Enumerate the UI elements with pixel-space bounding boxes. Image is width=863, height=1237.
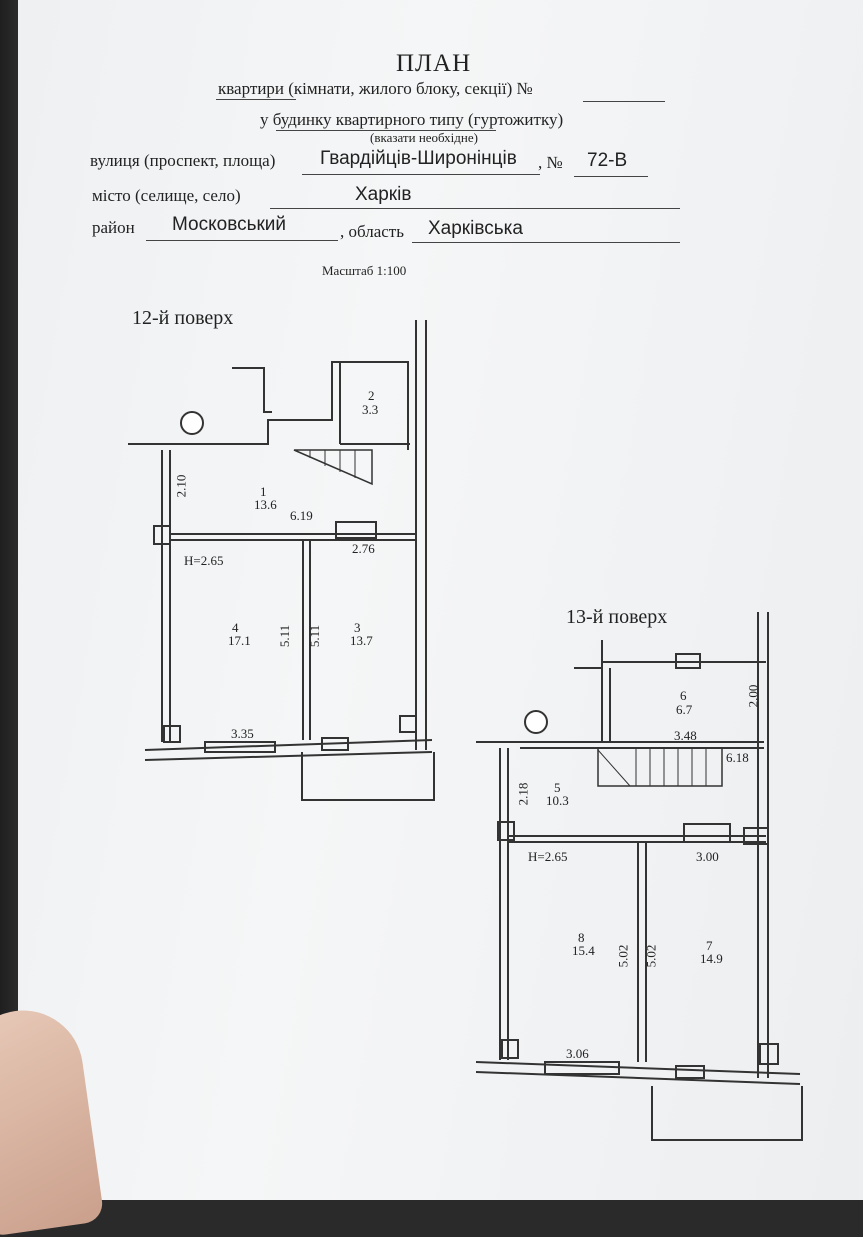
header-note: (вказати необхідне)	[370, 130, 478, 145]
district-value: Московський	[172, 214, 287, 235]
wall	[232, 367, 272, 413]
floor12-plan	[128, 320, 435, 801]
room-number: 6	[680, 688, 687, 703]
street-value: Гвардійців-Широнінців	[320, 148, 517, 169]
number-value: 72-В	[587, 150, 628, 171]
wall	[144, 739, 433, 751]
window	[675, 1065, 705, 1079]
dimension: 5.02	[643, 944, 659, 968]
scale-label: Масштаб 1:100	[322, 263, 407, 278]
dimension: 5.02	[615, 944, 631, 968]
window	[335, 521, 377, 539]
balcony	[301, 752, 435, 801]
column	[743, 827, 769, 845]
room-number: 1	[260, 484, 267, 499]
number-label: , №	[538, 153, 563, 172]
window	[683, 823, 731, 843]
window	[321, 737, 349, 751]
page-title: ПЛАН	[396, 50, 472, 77]
ceiling-height: Н=2.65	[184, 553, 224, 568]
underline	[146, 240, 338, 241]
street-label: вулиця (проспект, площа)	[90, 151, 276, 170]
staircase	[597, 747, 723, 787]
room-number: 3	[354, 620, 361, 635]
room-area: 10.3	[546, 793, 569, 808]
room-area: 13.7	[350, 633, 373, 648]
paper-sheet	[18, 0, 863, 1200]
room-number: 7	[706, 938, 713, 953]
window	[204, 741, 276, 753]
room-number: 8	[578, 930, 585, 945]
floor13-title: 13-й поверх	[566, 606, 668, 628]
room-number: 2	[368, 388, 375, 403]
wall	[475, 1061, 801, 1075]
floor-plans	[128, 320, 803, 1141]
dimension: 6.18	[726, 750, 749, 765]
dimension: 5.11	[277, 624, 293, 648]
staircase	[293, 449, 373, 486]
underline	[276, 130, 496, 131]
underline	[574, 176, 648, 177]
room-area: 13.6	[254, 497, 277, 512]
balcony	[651, 1086, 803, 1141]
room-number: 5	[554, 780, 561, 795]
floor12-title: 12-й поверх	[132, 307, 234, 329]
column	[163, 725, 181, 743]
ceiling-height: Н=2.65	[528, 849, 568, 864]
underline	[216, 99, 296, 100]
header-line1: квартири (кімнати, жилого блоку, секції)…	[218, 79, 533, 98]
dimension: 3.35	[231, 726, 254, 741]
column	[759, 1043, 779, 1065]
dimension: 2.18	[515, 782, 531, 806]
city-value: Харків	[355, 184, 412, 205]
underline	[302, 174, 540, 175]
district-label: район	[92, 218, 135, 237]
floor13-plan	[475, 612, 803, 1141]
room-area: 6.7	[676, 702, 693, 717]
riser-symbol	[180, 411, 204, 435]
dimension: 3.06	[566, 1046, 589, 1061]
room-number: 4	[232, 620, 239, 635]
dimension: 2.10	[173, 474, 189, 498]
column	[399, 715, 417, 733]
dimension: 2.00	[745, 684, 761, 708]
wall	[475, 1071, 801, 1085]
city-label: місто (селище, село)	[92, 186, 241, 205]
wall	[144, 751, 433, 761]
column	[501, 1039, 519, 1059]
room-area: 3.3	[362, 402, 379, 417]
underline	[270, 208, 680, 209]
column	[497, 821, 515, 841]
window	[544, 1061, 620, 1075]
underline	[583, 101, 665, 102]
column	[153, 525, 171, 545]
room-area: 14.9	[700, 951, 723, 966]
window	[675, 653, 701, 669]
dimension: 2.76	[352, 541, 375, 556]
riser-symbol	[524, 710, 548, 734]
dimension: 5.11	[307, 624, 323, 648]
dimension: 3.00	[696, 849, 719, 864]
room-area: 17.1	[228, 633, 251, 648]
dimension: 6.19	[290, 508, 313, 523]
wall	[128, 361, 409, 450]
dimension: 3.48	[674, 728, 697, 743]
region-value: Харківська	[428, 218, 523, 239]
underline	[412, 242, 680, 243]
region-label: , область	[340, 222, 404, 241]
header-line2: у будинку квартирного типу (гуртожитку)	[260, 110, 564, 129]
room-area: 15.4	[572, 943, 595, 958]
